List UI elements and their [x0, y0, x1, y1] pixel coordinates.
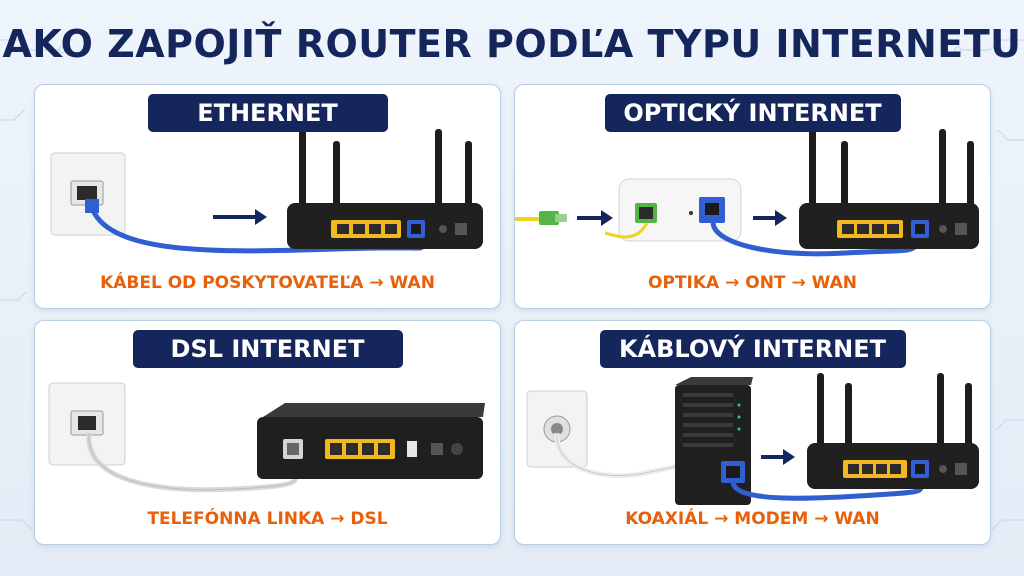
wall-ethernet-socket-icon [50, 152, 126, 236]
optical-scene [515, 129, 979, 257]
router-icon [807, 373, 979, 489]
panel-caption: KÁBEL OD POSKYTOVATEĽA → WAN [100, 273, 435, 293]
panel-caption: TELEFÓNNA LINKA → DSL [147, 509, 388, 529]
dsl-scene [48, 382, 485, 493]
page-title: AKO ZAPOJIŤ ROUTER PODĽA TYPU INTERNETU [2, 22, 1022, 66]
panel-cable: KÁBLOVÝ INTERNET KOAXIÁL → MODEM → WAN [514, 320, 991, 545]
panel-heading: DSL INTERNET [132, 330, 403, 368]
panel-heading: OPTICKÝ INTERNET [604, 94, 901, 132]
ont-icon [618, 178, 742, 242]
arrow-right-icon [577, 210, 613, 226]
panel-caption: KOAXIÁL → MODEM → WAN [625, 509, 880, 529]
panel-heading: KÁBLOVÝ INTERNET [599, 330, 906, 368]
wall-phone-socket-icon [48, 382, 126, 466]
panel-heading: ETHERNET [147, 94, 388, 132]
panel-caption: OPTIKA → ONT → WAN [648, 273, 857, 293]
wall-coax-socket-icon [526, 390, 588, 468]
arrow-right-icon [761, 449, 795, 465]
router-icon [287, 129, 483, 249]
panel-dsl: DSL INTERNET TELEFÓNNA LINKA → DSL [34, 320, 501, 545]
ethernet-scene [50, 129, 483, 254]
router-icon [799, 129, 979, 249]
arrow-right-icon [213, 209, 267, 225]
cable-modem-icon [675, 377, 753, 505]
arrow-right-icon [753, 210, 787, 226]
dsl-modem-icon [257, 403, 485, 479]
panel-ethernet: ETHERNET KÁBEL OD POSKYTOVATEĽA → WAN [34, 84, 501, 309]
cable-scene [526, 373, 979, 505]
panel-optical: OPTICKÝ INTERNET OPTIKA → ONT → WAN [514, 84, 991, 309]
